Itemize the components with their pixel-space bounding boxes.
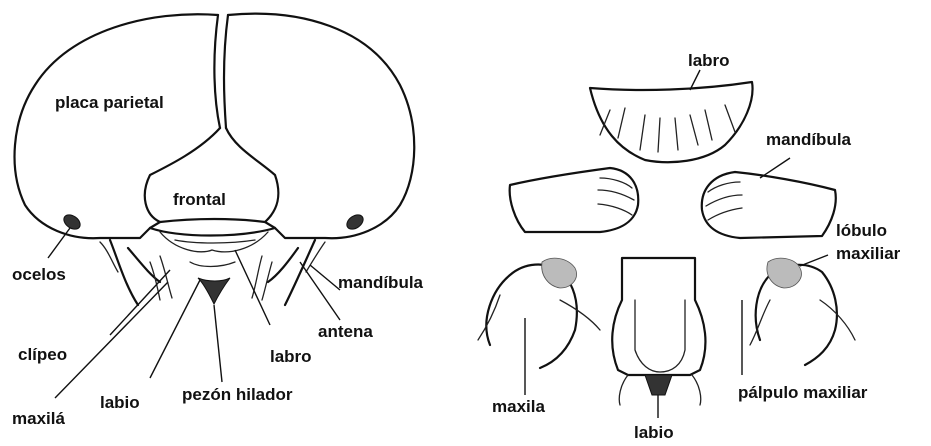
label-palpulo-maxiliar: pálpulo maxiliar bbox=[738, 383, 868, 402]
left-mandible-drawing bbox=[110, 240, 160, 305]
spinneret-drawing bbox=[198, 278, 230, 304]
coronal-suture bbox=[214, 15, 228, 128]
label-mandibula-parts: mandíbula bbox=[766, 130, 852, 149]
clypeus-band bbox=[150, 228, 275, 236]
label-maxila-parts: maxila bbox=[492, 397, 545, 416]
right-ocelli bbox=[344, 212, 366, 232]
right-mandible-part bbox=[702, 172, 836, 238]
label-lobulo: lóbulo bbox=[836, 221, 887, 240]
left-maxilla-drawing bbox=[150, 256, 172, 300]
label-labio-parts: labio bbox=[634, 423, 674, 442]
mouthparts-drawing bbox=[478, 70, 855, 418]
left-ocelli bbox=[61, 212, 83, 232]
label-mandibula-head: mandíbula bbox=[338, 273, 424, 292]
label-labro-head: labro bbox=[270, 347, 312, 366]
label-pezon-hilador: pezón hilador bbox=[182, 385, 293, 404]
label-maxiliar: maxiliar bbox=[836, 244, 901, 263]
label-labio-head: labio bbox=[100, 393, 140, 412]
label-placa-parietal: placa parietal bbox=[55, 93, 164, 112]
label-antena: antena bbox=[318, 322, 373, 341]
right-parietal-plate bbox=[228, 14, 414, 239]
label-clipeo: clípeo bbox=[18, 345, 67, 364]
left-mandible-part bbox=[510, 168, 639, 232]
label-maxila-head: maxilá bbox=[12, 409, 65, 428]
labrum-drawing bbox=[590, 82, 753, 162]
labium-part bbox=[612, 258, 705, 375]
label-frontal: frontal bbox=[173, 190, 226, 209]
label-labro-parts: labro bbox=[688, 51, 730, 70]
label-ocelos: ocelos bbox=[12, 265, 66, 284]
